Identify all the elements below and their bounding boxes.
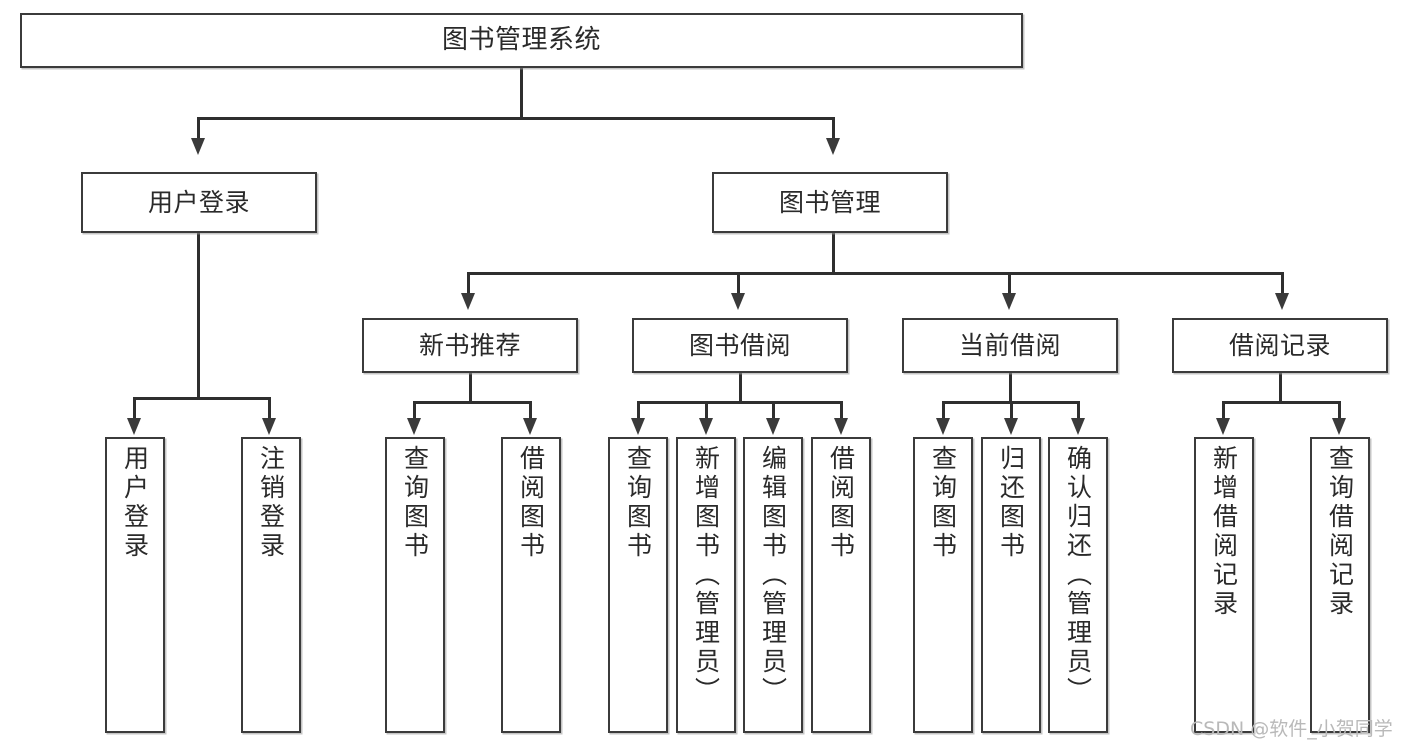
node-label: 图书管理系统 — [441, 25, 601, 56]
node-label: 图书管理 — [778, 188, 881, 217]
node-root-system[interactable]: 图书管理系统 — [20, 13, 1023, 68]
leaf-current-return-book[interactable]: 归还图书 — [981, 437, 1041, 733]
connector-record-stem — [1279, 373, 1282, 403]
connector-record-child-2 — [1338, 401, 1341, 419]
connector-root-to-user-login — [197, 117, 200, 140]
leaf-borrow-borrow-book[interactable]: 借阅图书 — [811, 437, 871, 733]
csdn-watermark: CSDN @软件_小贺同学 — [1190, 718, 1393, 740]
node-label: 借阅图书 — [826, 445, 856, 561]
arrowhead-borrow-leaf-4 — [834, 418, 848, 435]
connector-user-login-stem — [197, 233, 200, 399]
connector-root-to-book-mgmt — [832, 117, 835, 140]
node-label: 新增借阅记录 — [1209, 445, 1239, 619]
node-label: 新增图书（管理员） — [691, 445, 721, 706]
connector-book-mgmt-bus — [467, 272, 1283, 275]
arrowhead-record-leaf-2 — [1332, 418, 1346, 435]
leaf-current-confirm-return[interactable]: 确认归还（管理员） — [1048, 437, 1108, 733]
connector-current-child-1 — [942, 401, 945, 419]
arrowhead-current-leaf-2 — [1004, 418, 1018, 435]
connector-user-login-bus — [133, 397, 270, 400]
arrowhead-borrow-record — [1275, 293, 1289, 310]
connector-current-child-2 — [1010, 401, 1013, 419]
connector-current-stem — [1009, 373, 1012, 403]
connector-borrow-bus — [637, 401, 843, 404]
connector-recommend-child-1 — [413, 401, 416, 419]
leaf-borrow-edit-book[interactable]: 编辑图书（管理员） — [743, 437, 803, 733]
node-label: 借阅记录 — [1228, 331, 1331, 360]
connector-book-mgmt-stem — [832, 233, 835, 274]
leaf-recommend-query-book[interactable]: 查询图书 — [385, 437, 445, 733]
node-label: 用户登录 — [120, 445, 150, 561]
leaf-record-query-record[interactable]: 查询借阅记录 — [1310, 437, 1370, 733]
node-label: 查询图书 — [400, 445, 430, 561]
connector-user-login-child-2 — [268, 397, 271, 419]
connector-borrow-child-1 — [637, 401, 640, 419]
node-label: 借阅图书 — [516, 445, 546, 561]
arrowhead-user-login — [191, 138, 205, 155]
connector-book-mgmt-child-2 — [737, 272, 740, 295]
leaf-user-login[interactable]: 用户登录 — [105, 437, 165, 733]
node-label: 注销登录 — [256, 445, 286, 561]
arrowhead-current-leaf-1 — [936, 418, 950, 435]
arrowhead-leaf-logout — [262, 418, 276, 435]
node-user-login[interactable]: 用户登录 — [81, 172, 317, 233]
leaf-borrow-query-book[interactable]: 查询图书 — [608, 437, 668, 733]
connector-root-stem — [520, 68, 523, 118]
arrowhead-borrow-leaf-2 — [699, 418, 713, 435]
node-label: 当前借阅 — [958, 331, 1061, 360]
arrowhead-new-book-recommend — [461, 293, 475, 310]
arrowhead-book-borrow — [731, 293, 745, 310]
arrowhead-recommend-leaf-1 — [407, 418, 421, 435]
connector-user-login-child-1 — [133, 397, 136, 419]
connector-borrow-child-3 — [772, 401, 775, 419]
leaf-borrow-add-book[interactable]: 新增图书（管理员） — [676, 437, 736, 733]
connector-recommend-bus — [413, 401, 531, 404]
connector-borrow-child-4 — [840, 401, 843, 419]
node-book-management[interactable]: 图书管理 — [712, 172, 948, 233]
node-label: 确认归还（管理员） — [1063, 445, 1093, 706]
connector-borrow-child-2 — [705, 401, 708, 419]
node-label: 归还图书 — [996, 445, 1026, 561]
connector-borrow-stem — [739, 373, 742, 403]
node-current-borrow[interactable]: 当前借阅 — [902, 318, 1118, 373]
arrowhead-recommend-leaf-2 — [523, 418, 537, 435]
leaf-record-add-record[interactable]: 新增借阅记录 — [1194, 437, 1254, 733]
connector-book-mgmt-child-3 — [1008, 272, 1011, 295]
node-label: 查询图书 — [928, 445, 958, 561]
arrowhead-borrow-leaf-3 — [766, 418, 780, 435]
connector-recommend-child-2 — [529, 401, 532, 419]
arrowhead-book-mgmt — [826, 138, 840, 155]
arrowhead-leaf-user-login — [127, 418, 141, 435]
leaf-current-query-book[interactable]: 查询图书 — [913, 437, 973, 733]
node-book-borrow[interactable]: 图书借阅 — [632, 318, 848, 373]
node-label: 新书推荐 — [418, 331, 521, 360]
node-borrow-record[interactable]: 借阅记录 — [1172, 318, 1388, 373]
connector-current-child-3 — [1077, 401, 1080, 419]
node-label: 用户登录 — [147, 188, 250, 217]
connector-recommend-stem — [469, 373, 472, 403]
node-label: 编辑图书（管理员） — [758, 445, 788, 706]
connector-book-mgmt-child-1 — [467, 272, 470, 295]
node-label: 查询图书 — [623, 445, 653, 561]
leaf-logout[interactable]: 注销登录 — [241, 437, 301, 733]
connector-root-bus — [197, 117, 834, 120]
arrowhead-record-leaf-1 — [1216, 418, 1230, 435]
node-label: 查询借阅记录 — [1325, 445, 1355, 619]
arrowhead-current-borrow — [1002, 293, 1016, 310]
node-new-book-recommend[interactable]: 新书推荐 — [362, 318, 578, 373]
connector-record-bus — [1222, 401, 1340, 404]
arrowhead-current-leaf-3 — [1071, 418, 1085, 435]
node-label: 图书借阅 — [688, 331, 791, 360]
leaf-recommend-borrow-book[interactable]: 借阅图书 — [501, 437, 561, 733]
connector-book-mgmt-child-4 — [1281, 272, 1284, 295]
connector-record-child-1 — [1222, 401, 1225, 419]
arrowhead-borrow-leaf-1 — [631, 418, 645, 435]
